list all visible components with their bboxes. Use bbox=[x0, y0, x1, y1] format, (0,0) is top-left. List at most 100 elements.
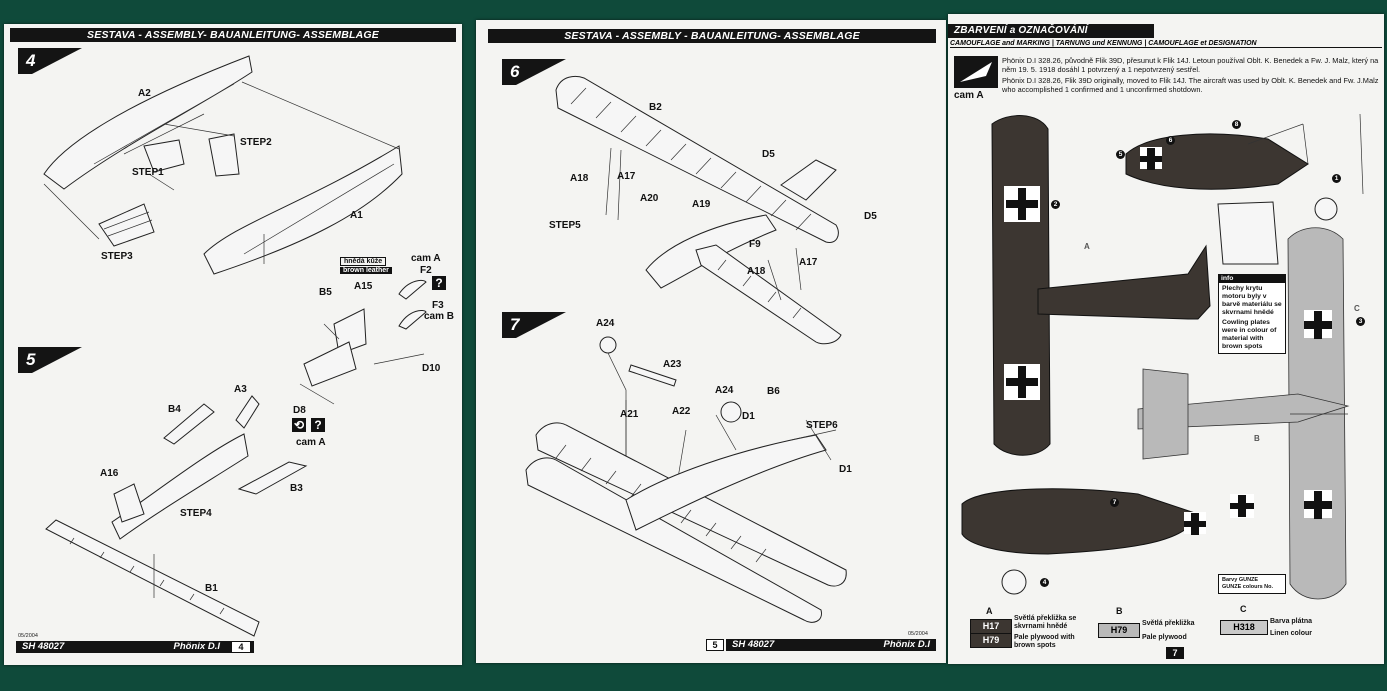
label-brown-cz: hnědá kůže bbox=[340, 257, 387, 266]
step-7-marker: 7 bbox=[502, 312, 566, 338]
fuselage-cross-top bbox=[1140, 147, 1162, 170]
footer-code: SH 48027 bbox=[732, 639, 775, 650]
label-cam-a-2: cam A bbox=[296, 437, 326, 448]
decal-icon: ⟲ bbox=[292, 418, 306, 432]
swatch-a-en: Pale plywood with brown spots bbox=[1014, 634, 1075, 649]
label-brown-en: brown leather bbox=[340, 267, 392, 274]
question-icon: ? bbox=[432, 276, 446, 290]
label-f9: F9 bbox=[749, 239, 761, 250]
callout-1: 1 bbox=[1332, 174, 1341, 183]
camo-header-multilang: CAMOUFLAGE and MARKING | TARNUNG und KEN… bbox=[950, 40, 1382, 48]
front-view bbox=[1217, 201, 1279, 265]
label-a17-b: A17 bbox=[799, 257, 818, 268]
label-step2: STEP2 bbox=[240, 137, 272, 148]
page-header: SESTAVA - ASSEMBLY- BAUANLEITUNG- ASSEMB… bbox=[10, 28, 456, 42]
info-title: info bbox=[1219, 275, 1285, 283]
label-a1: A1 bbox=[350, 210, 363, 221]
label-cam-b: cam B bbox=[424, 311, 455, 322]
info-box: info Plechy krytu motoru byly v barvě ma… bbox=[1218, 274, 1286, 354]
callout-5: 5 bbox=[1116, 150, 1125, 159]
label-step4: STEP4 bbox=[180, 508, 212, 519]
page-number: 4 bbox=[231, 641, 251, 653]
swatch-c-letter: C bbox=[1240, 604, 1247, 614]
label-b6: B6 bbox=[767, 386, 780, 397]
label-cam-a: cam A bbox=[411, 253, 441, 264]
fuselage-cross-bottom bbox=[1184, 512, 1206, 535]
step-4-marker: 4 bbox=[18, 48, 82, 74]
callout-4: 4 bbox=[1040, 578, 1049, 587]
label-a20: A20 bbox=[640, 193, 659, 204]
swatch-a-code1: H17 bbox=[970, 619, 1012, 634]
label-f2: F2 bbox=[420, 265, 432, 276]
label-a17: A17 bbox=[617, 171, 636, 182]
question-icon-2: ? bbox=[311, 418, 325, 432]
upper-wing-top-view bbox=[991, 115, 1051, 456]
page-header: SESTAVA - ASSEMBLY - BAUANLEITUNG- ASSEM… bbox=[488, 29, 936, 43]
fuselage-half-a2 bbox=[43, 55, 253, 190]
label-d10: D10 bbox=[422, 363, 441, 374]
balkenkreuz-marking-1 bbox=[1004, 186, 1040, 222]
colours-title: Barvy GUNZE bbox=[1222, 577, 1259, 583]
label-d5-b: D5 bbox=[864, 211, 877, 222]
lower-wing bbox=[695, 244, 842, 345]
fuselage-side-view-top bbox=[1125, 133, 1309, 190]
info-en: Cowling plates were in colour of materia… bbox=[1222, 319, 1277, 350]
footer-bar: SH 48027 Phönix D.I bbox=[726, 639, 936, 651]
assembly-page-4: SESTAVA - ASSEMBLY- BAUANLEITUNG- ASSEMB… bbox=[4, 24, 462, 665]
description-cz: Phönix D.I 328.26, původně Flik 39D, pře… bbox=[1002, 56, 1379, 74]
label-area-b: B bbox=[1254, 434, 1260, 443]
swatch-b-code1: H79 bbox=[1098, 623, 1140, 638]
swatch-b-en: Pale plywood bbox=[1142, 634, 1187, 641]
label-d1-a: D1 bbox=[742, 411, 755, 422]
swatch-a-letter: A bbox=[986, 606, 993, 616]
swatch-b-letter: B bbox=[1116, 606, 1123, 616]
label-a15: A15 bbox=[354, 281, 373, 292]
footer-date: 05/2004 bbox=[908, 631, 928, 637]
page-number: 7 bbox=[1166, 647, 1184, 659]
fuselage-step7 bbox=[625, 434, 827, 531]
callout-7: 7 bbox=[1110, 498, 1119, 507]
swatch-c-en: Linen colour bbox=[1270, 630, 1312, 637]
label-step6: STEP6 bbox=[806, 420, 838, 431]
step-5-marker: 5 bbox=[18, 347, 82, 373]
assembly-drawings-page-4 bbox=[43, 55, 427, 637]
camouflage-drawings bbox=[954, 56, 1364, 600]
assembly-drawings-page-5 bbox=[525, 76, 847, 623]
fuselage-a1 bbox=[203, 145, 403, 275]
upper-wing-step7 bbox=[535, 422, 847, 587]
fuselage-top-view bbox=[1037, 244, 1211, 320]
label-a24-b: A24 bbox=[715, 385, 734, 396]
label-f3: F3 bbox=[432, 300, 444, 311]
fuselage-step5 bbox=[111, 433, 249, 540]
label-step3: STEP3 bbox=[101, 251, 133, 262]
label-b5: B5 bbox=[319, 287, 332, 298]
underside-cross-1 bbox=[1304, 310, 1332, 339]
label-b1: B1 bbox=[205, 583, 218, 594]
label-a2: A2 bbox=[138, 88, 151, 99]
swatch-a-code2: H79 bbox=[970, 633, 1012, 648]
label-a21: A21 bbox=[620, 409, 639, 420]
camouflage-page-7: ZBARVENÍ a OZNAČOVÁNÍ CAMOUFLAGE and MAR… bbox=[948, 14, 1384, 664]
step-6-marker: 6 bbox=[502, 59, 566, 85]
label-cam-a: cam A bbox=[954, 90, 984, 101]
label-step5: STEP5 bbox=[549, 220, 581, 231]
footer-date: 05/2004 bbox=[18, 633, 38, 639]
description-en: Phönix D.I 328.26, Flik 39D originally, … bbox=[1002, 76, 1379, 94]
swatch-c-cz: Barva plátna bbox=[1270, 618, 1313, 625]
lower-wing-b1 bbox=[45, 519, 260, 637]
callout-2: 2 bbox=[1051, 200, 1060, 209]
label-a22: A22 bbox=[672, 406, 691, 417]
label-a23: A23 bbox=[663, 359, 682, 370]
label-d5-a: D5 bbox=[762, 149, 775, 160]
label-d8: D8 bbox=[293, 405, 306, 416]
label-a3: A3 bbox=[234, 384, 247, 395]
balkenkreuz-marking-2 bbox=[1004, 364, 1040, 400]
label-a24: A24 bbox=[596, 318, 615, 329]
label-b2: B2 bbox=[649, 102, 662, 113]
label-a18: A18 bbox=[570, 173, 589, 184]
label-b3: B3 bbox=[290, 483, 303, 494]
fuselage-side-view-bottom bbox=[961, 488, 1199, 555]
label-a16: A16 bbox=[100, 468, 119, 479]
label-a19: A19 bbox=[692, 199, 711, 210]
assembly-page-5: SESTAVA - ASSEMBLY - BAUANLEITUNG- ASSEM… bbox=[476, 20, 946, 663]
